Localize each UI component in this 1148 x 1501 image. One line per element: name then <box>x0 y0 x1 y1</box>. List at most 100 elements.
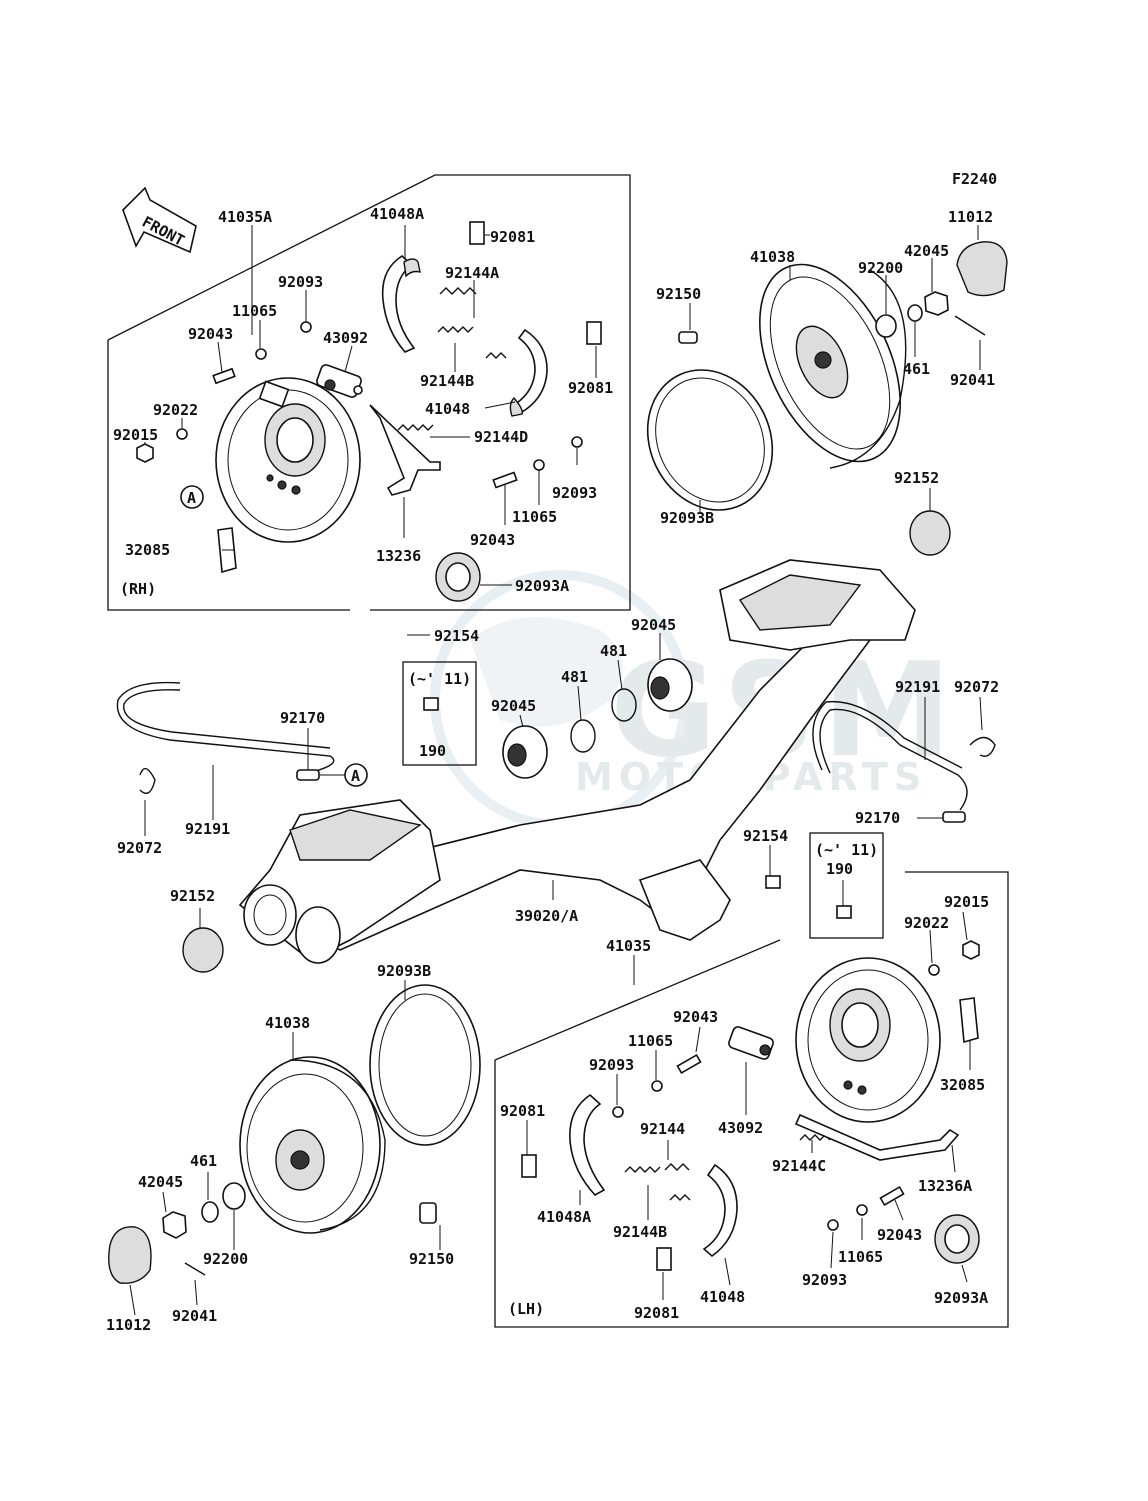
ref-a-mid-circle <box>344 763 368 787</box>
bottom-brake-drum <box>239 1056 386 1234</box>
part-label: 92144B <box>613 1223 667 1241</box>
part-label: 92022 <box>153 401 198 419</box>
top-hub-parts <box>678 241 1008 344</box>
part-label: 92093B <box>660 509 714 527</box>
part-label: 13236A <box>918 1177 972 1195</box>
part-label: 41048A <box>537 1208 591 1226</box>
frames <box>107 174 1009 1328</box>
group-label-rh: (RH) <box>120 580 156 598</box>
part-label: 92152 <box>894 469 939 487</box>
part-label: 461 <box>903 360 930 378</box>
part-label: 190 <box>826 860 853 878</box>
part-label: 92081 <box>490 228 535 246</box>
part-label: 92093 <box>278 273 323 291</box>
part-label: 92154 <box>434 627 479 645</box>
part-label: 92015 <box>944 893 989 911</box>
ref-a-mid: A <box>351 767 360 785</box>
front-arrow: FRONT <box>122 186 197 254</box>
part-label: 43092 <box>323 329 368 347</box>
lh-brake-shoes <box>521 1093 960 1271</box>
rh-small-parts <box>136 221 602 602</box>
part-label: 92045 <box>631 616 676 634</box>
part-label: 11065 <box>512 508 557 526</box>
part-label: 92144C <box>772 1157 826 1175</box>
part-label: 92144D <box>474 428 528 446</box>
part-label: 92144A <box>445 264 499 282</box>
part-label: 92191 <box>895 678 940 696</box>
part-label: 92022 <box>904 914 949 932</box>
part-label: 42045 <box>904 242 949 260</box>
part-label: 92043 <box>470 531 515 549</box>
part-label: 11012 <box>948 208 993 226</box>
lh-wheel-cylinder <box>728 1026 774 1060</box>
note-box-right <box>809 832 884 939</box>
part-label: 41038 <box>265 1014 310 1032</box>
part-label: 13236 <box>376 547 421 565</box>
ref-a-top: A <box>187 489 196 507</box>
bottom-drum-seal <box>369 984 481 1146</box>
axle-housing <box>182 510 951 973</box>
part-label: 92150 <box>656 285 701 303</box>
part-label: 11065 <box>838 1248 883 1266</box>
note-right: (~' 11) <box>815 841 878 859</box>
part-label: 41035A <box>218 208 272 226</box>
part-label: 11065 <box>232 302 277 320</box>
note-left: (~' 11) <box>408 670 471 688</box>
part-label: 92154 <box>743 827 788 845</box>
bottom-hub-parts <box>108 1182 437 1284</box>
part-label: 42045 <box>138 1173 183 1191</box>
part-label: 92015 <box>113 426 158 444</box>
part-label: 92144 <box>640 1120 685 1138</box>
part-label: 92200 <box>203 1250 248 1268</box>
group-label-lh: (LH) <box>508 1300 544 1318</box>
leader-lines <box>129 225 983 1316</box>
labels: F2240 (RH) (LH) (~' 11) (~' 11) 41035A 4… <box>106 170 999 1334</box>
part-label: 41048 <box>425 400 470 418</box>
part-label: 11065 <box>628 1032 673 1050</box>
part-label: 481 <box>561 668 588 686</box>
part-label: 92043 <box>188 325 233 343</box>
part-label: 92191 <box>185 820 230 838</box>
part-label: 461 <box>190 1152 217 1170</box>
part-label: 481 <box>600 642 627 660</box>
part-label: 43092 <box>718 1119 763 1137</box>
part-label: 39020/A <box>515 907 578 925</box>
part-label: 92072 <box>117 839 162 857</box>
part-label: 92144B <box>420 372 474 390</box>
top-brake-drum <box>759 263 907 469</box>
ref-a-top-circle <box>180 485 204 509</box>
part-label: 92093A <box>934 1289 988 1307</box>
part-label: 92093 <box>589 1056 634 1074</box>
part-label: 92093 <box>802 1271 847 1289</box>
part-label: 92093B <box>377 962 431 980</box>
part-label: 41048A <box>370 205 424 223</box>
part-label: 92072 <box>954 678 999 696</box>
rh-wheel-cylinder <box>316 364 363 398</box>
part-label: 41048 <box>700 1288 745 1306</box>
part-label: 92045 <box>491 697 536 715</box>
rh-brake-shoe-b <box>509 328 548 417</box>
part-label: 92043 <box>877 1226 922 1244</box>
reference-markers: A A <box>180 485 368 787</box>
part-label: 92150 <box>409 1250 454 1268</box>
part-label: 92081 <box>500 1102 545 1120</box>
part-label: 92200 <box>858 259 903 277</box>
right-vent-hose <box>765 700 996 919</box>
part-label: 32085 <box>940 1076 985 1094</box>
part-label: 92041 <box>172 1307 217 1325</box>
part-label: 92152 <box>170 887 215 905</box>
lh-brake-panel <box>795 957 941 1123</box>
rh-brake-panel <box>215 377 361 543</box>
part-label: 92170 <box>855 809 900 827</box>
part-label: 11012 <box>106 1316 151 1334</box>
part-label: 32085 <box>125 541 170 559</box>
part-label: 92170 <box>280 709 325 727</box>
rh-brake-shoe-a <box>381 254 421 353</box>
part-label: 92081 <box>568 379 613 397</box>
lh-small-parts <box>612 940 980 1264</box>
top-drum-seal <box>646 369 774 511</box>
part-label: 41035 <box>606 937 651 955</box>
part-label: 190 <box>419 742 446 760</box>
part-label: 92043 <box>673 1008 718 1026</box>
